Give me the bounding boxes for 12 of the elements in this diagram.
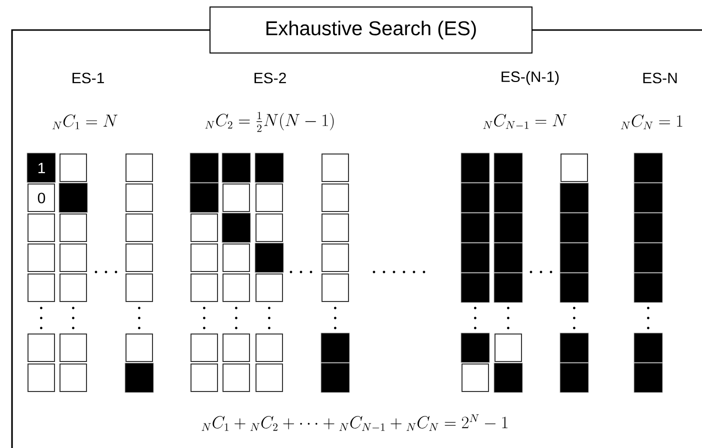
column-heading: ES-1 [72, 72, 104, 84]
count-formula: ${}_{N}C_{N} = 1$ [620, 114, 682, 130]
column-heading: ES-N [643, 72, 677, 84]
bit-label: 0 [38, 192, 46, 204]
sum-formula: ${}_{N}C_{1} + {}_{N}C_{2} + \cdots + {}_{N}C_{N-1} + {}_{N}C_{N} = 2^{N} - 1$ [202, 414, 508, 431]
count-formula: ${}_{N}C_{N-1} = N$ [483, 114, 567, 129]
column-heading: ES-2 [254, 72, 286, 84]
title-box: Exhaustive Search (ES) [210, 6, 532, 54]
count-formula: ${}_{N}C_{1} = N$ [52, 114, 118, 130]
bit-label: 1 [38, 162, 45, 174]
column-heading: ES-(N-1) [502, 71, 559, 85]
count-formula: ${}_{N}C_{2} = \frac{1}{2}N(N-1)$ [205, 112, 334, 132]
